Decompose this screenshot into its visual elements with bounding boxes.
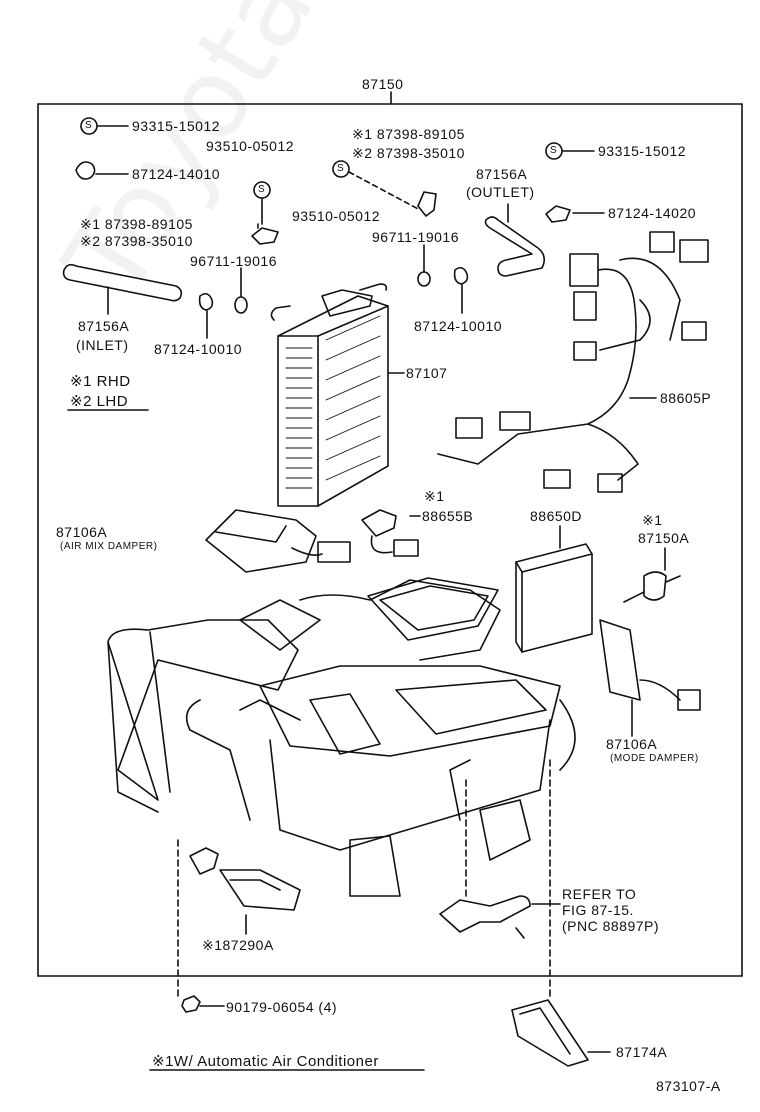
label-96711-19016-right: 96711-19016 [372,229,459,245]
label-87124-14010: 87124-14010 [132,166,221,182]
mode-damper-87106a [599,619,701,711]
label-87124-10010-right: 87124-10010 [414,318,503,334]
label-88650d: 88650D [530,508,583,524]
s-mark-left: S [85,120,93,131]
s-circle-right [545,142,563,160]
label-88655b: 88655B [422,508,474,524]
oring-96711-right [417,271,431,287]
label-87156a-inlet-txt: (INLET) [76,337,129,353]
s-mark-mid-left: S [258,184,266,195]
label-87398-35010-left: ※2 87398-35010 [80,233,193,249]
label-87150: 87150 [362,76,404,92]
label-90179-06054: 90179-06054 (4) [226,999,338,1015]
air-mix-damper-87106a [205,509,351,573]
nut-90179-06054 [181,995,201,1013]
note-footer: ※1W/ Automatic Air Conditioner [152,1053,379,1070]
label-refer-line1: REFER TO [562,886,637,902]
label-87124-14020: 87124-14020 [608,205,697,221]
ecu-88650d [515,543,593,653]
label-87156a-outlet-num: 87156A [476,166,528,182]
label-93510-05012-mid: 93510-05012 [292,208,381,224]
label-88655b-mark: ※1 [424,488,445,504]
label-87107: 87107 [406,365,448,381]
label-93510-05012-upper: 93510-05012 [206,138,295,154]
label-87156a-outlet-txt: (OUTLET) [466,184,535,200]
connector-87290a [189,847,301,911]
label-refer-line2: FIG 87-15. [562,902,634,918]
label-87106a-mode-num: 87106A [606,736,658,752]
bracket-87398-upper [417,191,437,217]
label-87124-10010-left: 87124-10010 [154,341,243,357]
wire-harness-88605p [437,231,709,493]
s-circle-mid [332,160,350,178]
clip-87124-14020 [545,205,571,223]
pipe-87156a-outlet [484,216,546,277]
label-87106a-air-txt: (AIR MIX DAMPER) [60,541,158,552]
duct-87174a [511,999,589,1067]
clip-87124-10010-right [453,266,469,285]
label-88605p: 88605P [660,390,712,406]
label-refer-line3: (PNC 88897P) [562,918,660,934]
label-87174a: 87174A [616,1044,668,1060]
label-87290a: ※187290A [202,937,274,953]
oring-96711-left [234,296,248,314]
pipe-87156a-inlet [62,263,183,302]
clip-87124-14010 [75,161,96,180]
figure-code: 873107-A [656,1078,721,1094]
label-93315-15012-left: 93315-15012 [132,118,221,134]
s-mark-right: S [550,145,558,156]
label-87156a-inlet-num: 87156A [78,318,130,334]
sensor-refer-88897p [439,895,531,939]
heater-unit-housing [107,577,576,897]
clip-87124-10010-left [198,292,214,311]
s-mark-mid: S [337,163,345,174]
label-87398-89105-upper: ※1 87398-89105 [352,126,465,142]
label-87150a-mark: ※1 [642,512,663,528]
label-87398-35010-upper: ※2 87398-35010 [352,145,465,161]
note-rhd: ※1 RHD [70,373,131,390]
label-87398-89105-left: ※1 87398-89105 [80,216,193,232]
label-96711-19016-left: 96711-19016 [190,253,277,269]
s-circle-left [80,117,98,135]
label-87106a-air-num: 87106A [56,524,108,540]
bracket-87398-left [251,223,279,245]
heater-core-87107 [270,283,389,507]
label-87106a-mode-txt: (MODE DAMPER) [610,753,699,764]
note-lhd: ※2 LHD [70,393,129,410]
sensor-88655b [361,509,419,557]
servo-87150a [623,571,681,603]
label-87150a: 87150A [638,530,690,546]
label-93315-15012-right: 93315-15012 [598,143,687,159]
